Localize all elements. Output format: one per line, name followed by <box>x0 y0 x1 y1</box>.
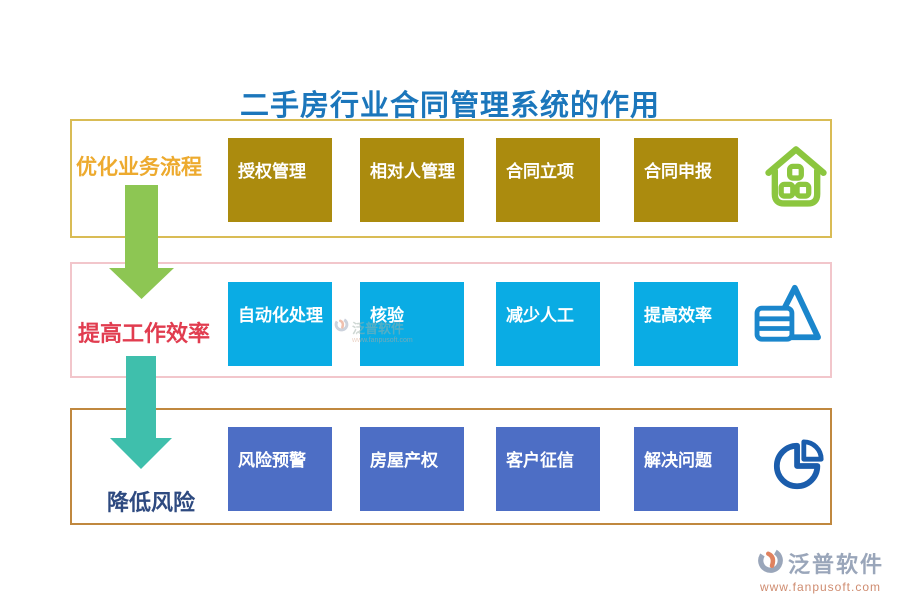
efficiency-box: 提高效率 <box>634 282 738 366</box>
section-reduce-risk: 降低风险 风险预警 房屋产权 客户征信 解决问题 <box>70 408 832 525</box>
watermark-text: 泛普软件 <box>352 320 405 336</box>
brand-logo-icon <box>757 547 784 579</box>
section-label: 降低风险 <box>107 490 196 515</box>
risk-box: 解决问题 <box>634 427 738 511</box>
section-improve-efficiency: 提高工作效率 自动化处理 核验 减少人工 提高效率 <box>70 262 832 378</box>
process-box: 相对人管理 <box>360 138 464 222</box>
risk-box: 房屋产权 <box>360 427 464 511</box>
brand-name: 泛普软件 <box>787 552 884 577</box>
brand-url: www.fanpusoft.com <box>759 580 882 594</box>
brand-logo: 泛普软件 www.fanpusoft.com <box>757 547 884 594</box>
process-box: 授权管理 <box>228 138 332 222</box>
section-label: 提高工作效率 <box>78 321 211 346</box>
risk-box: 客户征信 <box>496 427 600 511</box>
pie-chart-icon <box>770 438 828 492</box>
risk-box: 风险预警 <box>228 427 332 511</box>
house-icon <box>762 141 830 213</box>
efficiency-box: 核验 <box>360 282 464 366</box>
process-box: 合同申报 <box>634 138 738 222</box>
section-label: 优化业务流程 <box>76 156 202 179</box>
page-title: 二手房行业合同管理系统的作用 <box>239 90 660 122</box>
efficiency-box: 减少人工 <box>496 282 600 366</box>
section-optimize-process: 优化业务流程 授权管理 相对人管理 合同立项 合同申报 <box>70 119 832 238</box>
watermark-logo-icon <box>334 317 349 337</box>
pyramid-list-icon <box>754 282 824 344</box>
watermark: 泛普软件 www.fanpusoft.com <box>334 317 424 344</box>
watermark-url: www.fanpusoft.com <box>352 337 413 344</box>
efficiency-box: 自动化处理 <box>228 282 332 366</box>
process-box: 合同立项 <box>496 138 600 222</box>
